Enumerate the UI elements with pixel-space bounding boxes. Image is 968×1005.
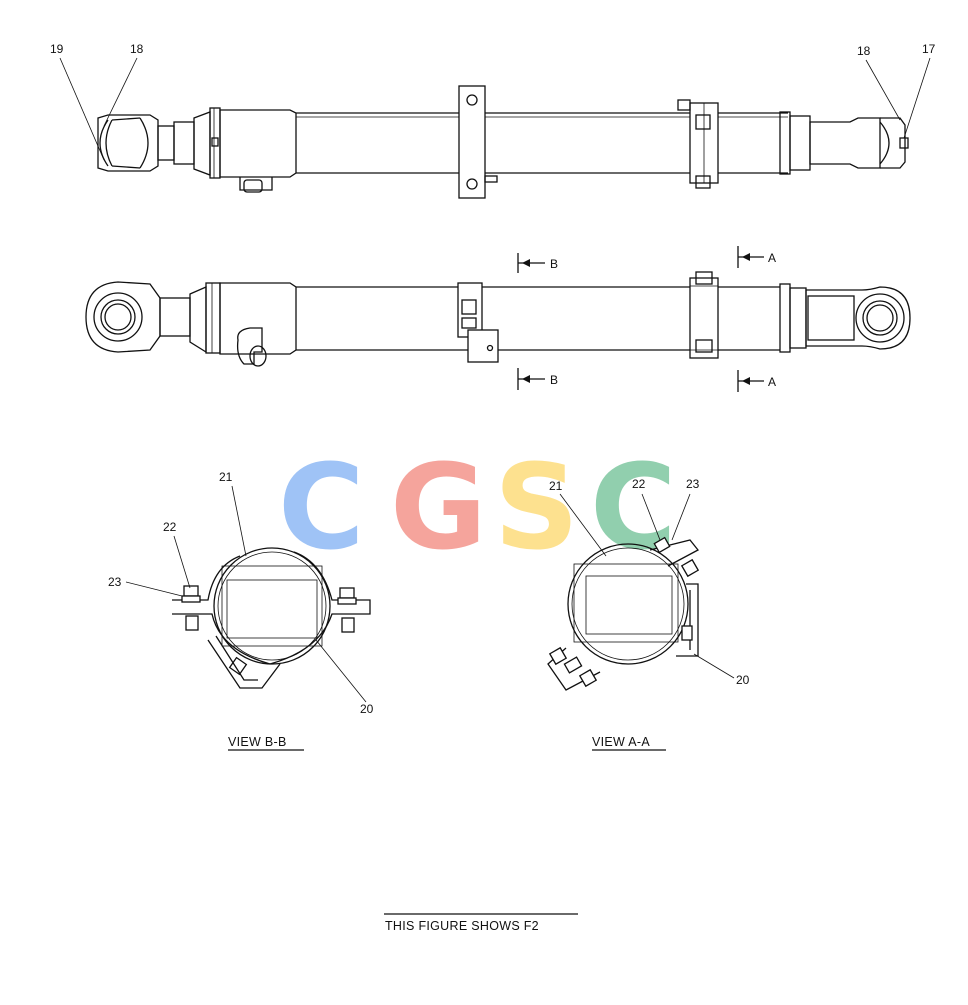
callout-18-right: 18 [857, 44, 871, 58]
view-b-b-title: VIEW B-B [228, 735, 287, 749]
section-mark-a-bottom: A [768, 375, 776, 389]
callout-bb-22: 22 [163, 520, 177, 534]
cgsc-watermark: C G S C [278, 438, 677, 576]
callout-bb-23: 23 [108, 575, 122, 589]
section-mark-b-bottom: B [550, 373, 558, 387]
watermark-letter-1: C [278, 438, 365, 576]
callout-17: 17 [922, 42, 936, 56]
view-a-a-title: VIEW A-A [592, 735, 650, 749]
section-markers: B B A A [517, 246, 776, 392]
callout-aa-21: 21 [549, 479, 563, 493]
section-mark-a-top: A [768, 251, 776, 265]
figure-note-text: THIS FIGURE SHOWS F2 [385, 919, 539, 933]
callout-bb-20: 20 [360, 702, 374, 716]
callout-19: 19 [50, 42, 64, 56]
watermark-letter-2: G [390, 438, 487, 576]
callouts-view-a-a: 21 22 23 20 VIEW A-A [549, 477, 750, 751]
callout-bb-21: 21 [219, 470, 233, 484]
view-a-a [547, 536, 700, 691]
callouts-view-b-b: 21 22 23 20 VIEW B-B [108, 470, 374, 751]
callout-18-left: 18 [130, 42, 144, 56]
view-b-b [172, 547, 371, 689]
cylinder-top-view [97, 85, 909, 199]
cylinder-plan-view [85, 271, 911, 367]
callout-aa-20: 20 [736, 673, 750, 687]
callout-aa-23: 23 [686, 477, 700, 491]
watermark-letter-3: S [494, 438, 579, 576]
callouts-top: 19 18 18 17 [50, 42, 936, 161]
callout-aa-22: 22 [632, 477, 646, 491]
figure-note: THIS FIGURE SHOWS F2 [384, 913, 578, 933]
section-mark-b-top: B [550, 257, 558, 271]
